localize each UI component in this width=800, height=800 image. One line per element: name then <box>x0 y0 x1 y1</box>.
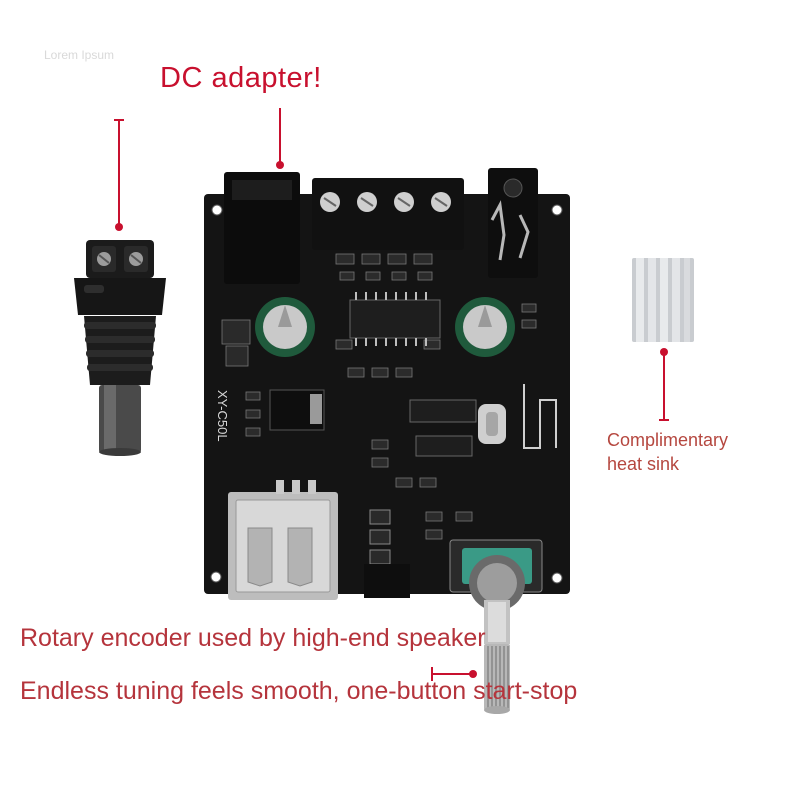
caption-rotary-encoder: Rotary encoder used by high-end speaker <box>20 624 486 652</box>
heat-sink-label: Complimentary heat sink <box>607 428 728 476</box>
encoder-callout <box>431 667 477 681</box>
heat-sink-label-line2: heat sink <box>607 454 680 474</box>
watermark: Lorem Ipsum <box>44 48 115 62</box>
heat-sink-image <box>632 258 694 342</box>
dc-adapter-callout <box>276 108 284 169</box>
heat-sink-callout <box>659 348 669 421</box>
heat-sink-label-line1: Complimentary <box>607 430 729 450</box>
plug-callout <box>114 119 124 231</box>
caption-endless-tuning: Endless tuning feels smooth, one-button … <box>20 677 578 705</box>
encoder-shaft-image <box>484 600 510 714</box>
dc-adapter-title: DC adapter! <box>160 62 322 94</box>
board-label: XY-C50L <box>215 390 230 442</box>
dc-plug-image <box>74 240 166 456</box>
amplifier-board-image: XY-C50L <box>204 168 570 611</box>
